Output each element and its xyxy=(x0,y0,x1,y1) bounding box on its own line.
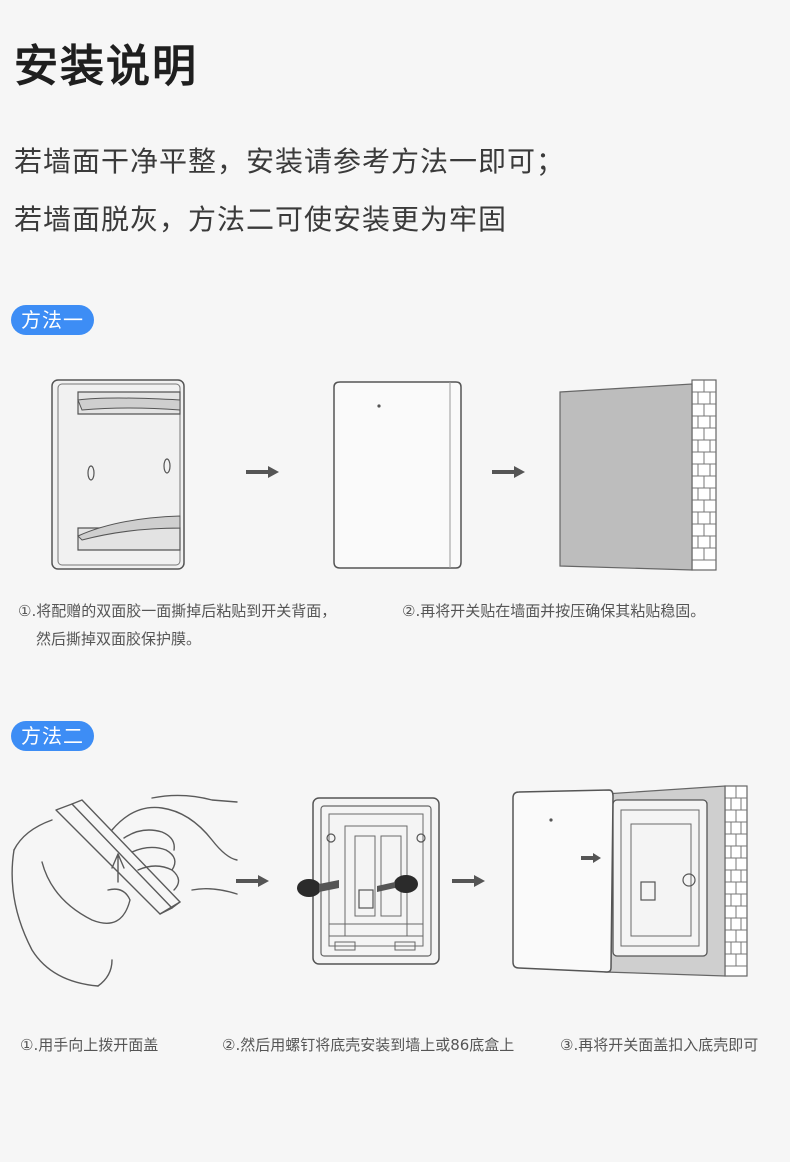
switch-front-illustration xyxy=(333,381,462,569)
intro-line-2: 若墙面脱灰，方法二可使安装更为牢固 xyxy=(14,203,508,236)
method-1-caption-2: ②.再将开关贴在墙面并按压确保其粘贴稳固。 xyxy=(402,602,706,620)
method-1-caption-1b: 然后撕掉双面胶保护膜。 xyxy=(36,630,202,648)
hands-opening-cover-illustration xyxy=(11,794,238,987)
arrow-right-icon xyxy=(236,875,269,887)
arrow-right-icon xyxy=(246,466,279,478)
switch-back-illustration xyxy=(51,379,185,570)
method-1-badge: 方法一 xyxy=(11,305,94,335)
arrow-right-icon xyxy=(492,466,525,478)
cover-snap-onto-base-illustration xyxy=(512,785,748,977)
arrow-right-icon xyxy=(452,875,485,887)
method-2-caption-1: ①.用手向上拨开面盖 xyxy=(20,1036,159,1054)
method-2-caption-2: ②.然后用螺钉将底壳安装到墙上或86底盒上 xyxy=(222,1036,515,1054)
switch-on-wall-illustration xyxy=(559,379,717,571)
intro-line-1: 若墙面干净平整，安装请参考方法一即可； xyxy=(14,145,566,178)
base-plate-with-screws-illustration xyxy=(297,797,440,965)
method-2-badge: 方法二 xyxy=(11,721,94,751)
method-2-caption-3: ③.再将开关面盖扣入底壳即可 xyxy=(560,1036,759,1054)
method-1-caption-1: ①.将配赠的双面胶一面撕掉后粘贴到开关背面， xyxy=(18,602,337,620)
page-title: 安装说明 xyxy=(14,41,198,92)
